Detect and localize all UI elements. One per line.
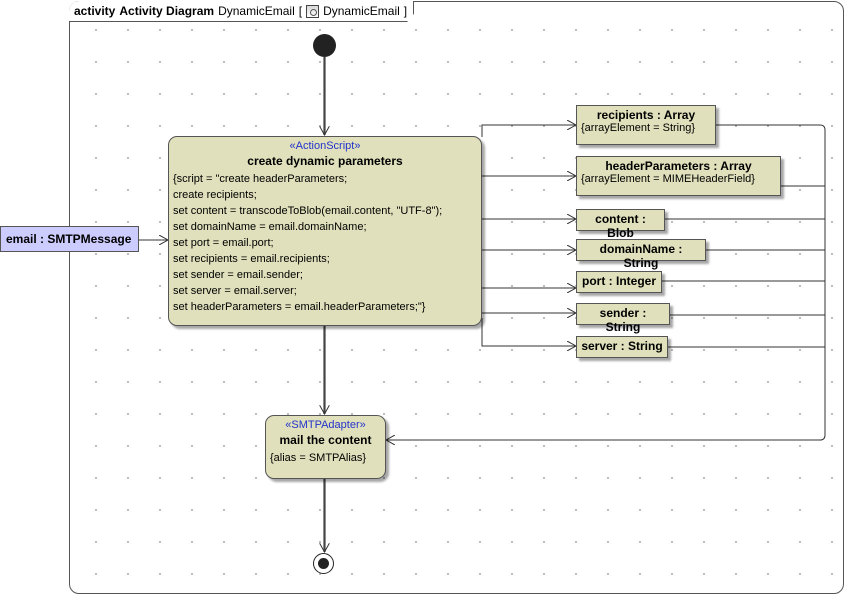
pin-property: {arrayElement = String} [581,122,696,134]
action-stereotype: «ActionScript» [289,140,361,152]
adapter-stereotype: «SMTPAdapter» [285,419,366,431]
activity-final-node [313,553,334,574]
action-mail-the-content[interactable]: «SMTPAdapter» mail the content {alias = … [265,415,386,479]
pin-name: port : Integer [582,274,656,288]
pin-header-parameters[interactable]: headerParameters : Array {arrayElement =… [576,156,781,196]
pin-out-recipients [716,124,826,441]
frame-owner-name: DynamicEmail [323,4,400,18]
adapter-name: mail the content [279,433,372,447]
pin-name: server : String [581,339,663,353]
object-flow-recipients [481,125,576,137]
frame-kind: activity [74,4,116,18]
frame-bracket-close: ] [403,4,408,18]
pin-name: recipients : Array [596,108,696,122]
adapter-properties: {alias = SMTPAlias} [270,452,367,464]
pin-sender[interactable]: sender : String [576,303,670,334]
pin-name: domainName : String [599,242,683,270]
pin-name: sender : String [599,306,647,334]
pin-recipients[interactable]: recipients : Array {arrayElement = Strin… [576,105,716,145]
pin-name: headerParameters : Array [605,159,752,173]
pin-property: {arrayElement = MIMEHeaderField} [581,173,755,185]
action-name: create dynamic parameters [247,154,403,168]
pin-port[interactable]: port : Integer [576,271,662,293]
pin-domain-name[interactable]: domainName : String [576,239,706,270]
action-create-dynamic-parameters[interactable]: «ActionScript» create dynamic parameters… [168,136,482,326]
object-flow-server [481,318,576,346]
pin-name: content : Blob [595,212,646,240]
frame-header: activity Activity Diagram DynamicEmail [… [69,1,414,22]
pin-content[interactable]: content : Blob [576,209,665,240]
parameter-email[interactable]: email : SMTPMessage [0,226,139,252]
frame-bracket-open: [ [298,4,303,18]
frame-diagram-name: DynamicEmail [218,4,295,18]
initial-node [313,34,336,57]
action-script-properties: {script = "create headerParameters; crea… [173,173,443,313]
frame-title: Activity Diagram [119,4,215,18]
pin-server[interactable]: server : String [576,336,668,358]
activity-diagram-icon [306,5,319,18]
